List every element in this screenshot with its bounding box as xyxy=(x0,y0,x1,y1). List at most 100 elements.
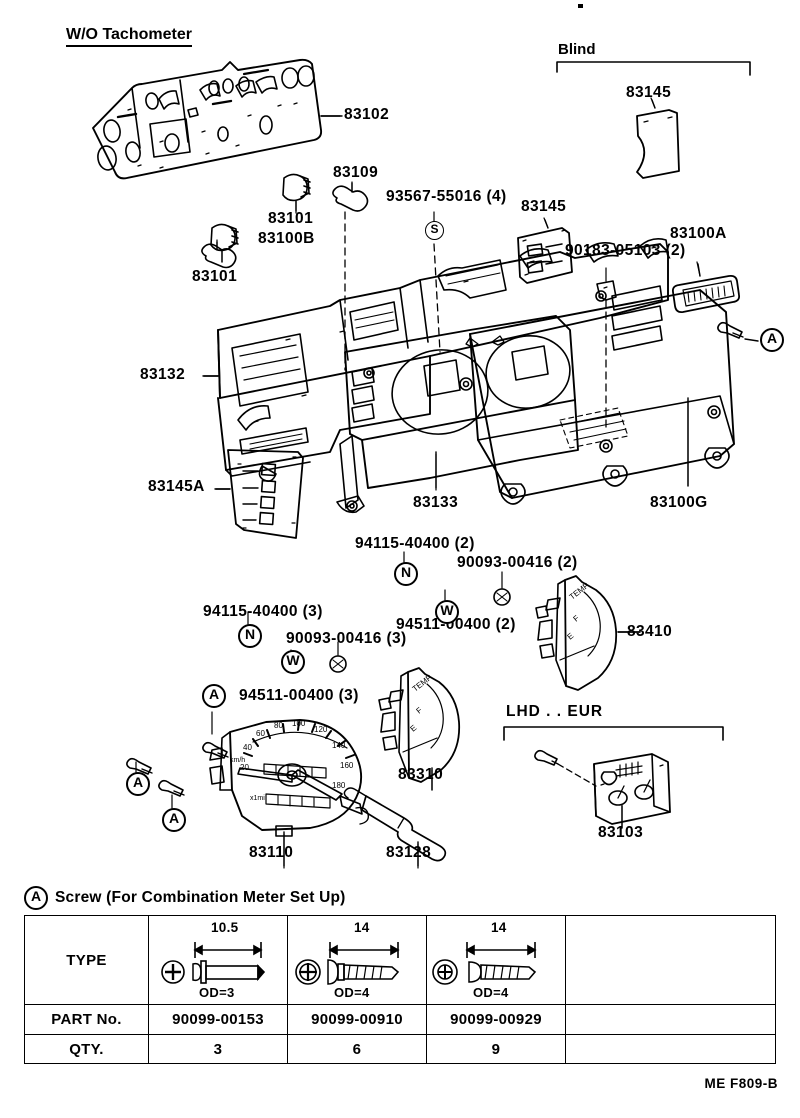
part-no-cell-1: 90099-00153 xyxy=(148,1004,288,1035)
marker-a-icon-2: A xyxy=(126,772,150,796)
screw-legend: A Screw (For Combination Meter Set Up) T… xyxy=(24,886,776,1064)
dim-label-2: 14 xyxy=(354,920,370,935)
screw-icon-pan-head-tapping: OD=4 xyxy=(432,942,537,1000)
screw-type-cell-4 xyxy=(565,915,776,1005)
fastener-leaders-upper xyxy=(403,551,503,601)
bracket-lhd-eur xyxy=(503,726,724,741)
svg-text:160: 160 xyxy=(340,761,354,770)
marker-w-icon-upper: W xyxy=(435,600,459,624)
svg-text:180: 180 xyxy=(332,781,346,790)
svg-text:TEMP: TEMP xyxy=(411,673,434,694)
marker-s-icon: S xyxy=(425,221,444,240)
svg-text:40: 40 xyxy=(243,743,252,752)
part-83103-switch xyxy=(534,749,671,829)
callout-83100g: 83100G xyxy=(650,494,708,511)
group-label-lhd-eur: LHD . . EUR xyxy=(506,703,604,720)
part-83109-bulb xyxy=(332,181,369,371)
callout-83100b: 83100B xyxy=(258,230,315,247)
callout-90183-05103: 90183-05103 (2) xyxy=(565,242,686,259)
callout-94511-00400-3: 94511-00400 (3) xyxy=(239,687,359,704)
screw-a-1 xyxy=(202,711,229,759)
qty-cell-3: 9 xyxy=(426,1034,566,1064)
callout-83145-blind: 83145 xyxy=(626,84,672,101)
qty-cell-1: 3 xyxy=(148,1034,288,1064)
callout-83103: 83103 xyxy=(598,824,644,841)
row-label-part-no: PART No. xyxy=(24,1004,149,1035)
marker-a-icon-1: A xyxy=(202,684,226,708)
marker-w-icon-lower: W xyxy=(281,650,305,674)
part-83145-panel xyxy=(517,217,573,284)
callout-83101-left: 83101 xyxy=(192,268,238,285)
part-83100b-bulb xyxy=(201,239,237,269)
screw-type-cell-2: OD=4 14 xyxy=(287,915,427,1005)
svg-text:x1mi: x1mi xyxy=(250,795,265,802)
callout-83133: 83133 xyxy=(413,494,459,511)
screw-icon-washer-head-tapping: OD=4 xyxy=(295,942,400,1000)
svg-text:km/h: km/h xyxy=(230,757,245,764)
dim-label-3: 14 xyxy=(491,920,507,935)
svg-text:F: F xyxy=(415,705,425,715)
part-90093-washer-lower xyxy=(329,655,347,673)
part-83132-housing xyxy=(202,238,669,482)
part-83145a-panel xyxy=(214,449,304,539)
marker-a-icon-3: A xyxy=(162,808,186,832)
screw-a-2 xyxy=(126,757,153,775)
svg-text:140: 140 xyxy=(332,741,346,750)
callout-83310: 83310 xyxy=(398,766,444,783)
screw-type-cell-1: OD=3 10.5 xyxy=(148,915,288,1005)
svg-text:TEMP: TEMP xyxy=(568,581,591,602)
table-row-qty: QTY. 3 6 9 xyxy=(24,1034,776,1064)
callout-93567-55016: 93567-55016 (4) xyxy=(386,188,507,205)
marker-a-icon-legend: A xyxy=(24,886,48,910)
callout-83132: 83132 xyxy=(140,366,186,383)
callout-94511-00400-2: 94511-00400 (2) xyxy=(396,616,516,633)
row-label-type: TYPE xyxy=(24,915,149,1005)
part-83133-frame xyxy=(336,315,579,514)
marker-n-icon-lower: N xyxy=(238,624,262,648)
part-83310-gauge: TEMP F E xyxy=(378,667,461,791)
svg-text:80: 80 xyxy=(274,721,283,730)
registration-dot xyxy=(578,4,583,8)
screw-spec-table: TYPE xyxy=(24,915,776,1064)
marker-a-icon-right: A xyxy=(760,328,784,352)
callout-83101-top: 83101 xyxy=(268,210,314,227)
part-no-cell-2: 90099-00910 xyxy=(287,1004,427,1035)
screw-a-3 xyxy=(158,779,185,809)
screw-icon-pan-head-machine: OD=3 xyxy=(161,942,266,1000)
od-label-1: OD=3 xyxy=(199,985,235,1000)
callout-83110: 83110 xyxy=(249,844,294,861)
callout-94115-40400-2: 94115-40400 (2) xyxy=(355,535,475,552)
svg-text:E: E xyxy=(566,631,576,641)
table-row-type: TYPE xyxy=(24,915,776,1005)
svg-text:100: 100 xyxy=(292,719,306,728)
svg-text:60: 60 xyxy=(256,729,265,738)
callout-83410: 83410 xyxy=(627,623,673,640)
screw-to-marker-a-right xyxy=(717,321,759,342)
qty-cell-2: 6 xyxy=(287,1034,427,1064)
part-no-cell-3: 90099-00929 xyxy=(426,1004,566,1035)
group-label-blind: Blind xyxy=(558,41,596,58)
part-83100g-lens xyxy=(469,289,735,505)
callout-83128: 83128 xyxy=(386,844,432,861)
svg-text:F: F xyxy=(572,613,582,623)
row-label-qty: QTY. xyxy=(24,1034,149,1064)
callout-leaders xyxy=(203,99,701,867)
part-83100a-lens xyxy=(671,261,741,314)
callout-83145a: 83145A xyxy=(148,478,205,495)
part-83101-socket-left xyxy=(210,223,239,263)
table-row-part-no: PART No. 90099-00153 90099-00910 90099-0… xyxy=(24,1004,776,1035)
callout-83102: 83102 xyxy=(344,106,390,123)
legend-title-row: A Screw (For Combination Meter Set Up) xyxy=(24,886,776,910)
od-label-2: OD=4 xyxy=(334,985,370,1000)
marker-n-icon-upper: N xyxy=(394,562,418,586)
part-83110-speedometer: 20 40 60 80 100 120 140 160 180 km/h x1m… xyxy=(209,719,370,869)
od-label-3: OD=4 xyxy=(473,985,509,1000)
qty-cell-4 xyxy=(565,1034,776,1064)
svg-text:E: E xyxy=(409,723,419,733)
callout-94115-40400-3: 94115-40400 (3) xyxy=(203,603,323,620)
dim-label-1: 10.5 xyxy=(211,920,239,935)
callout-83109: 83109 xyxy=(333,164,379,181)
section-heading: W/O Tachometer xyxy=(66,26,192,47)
